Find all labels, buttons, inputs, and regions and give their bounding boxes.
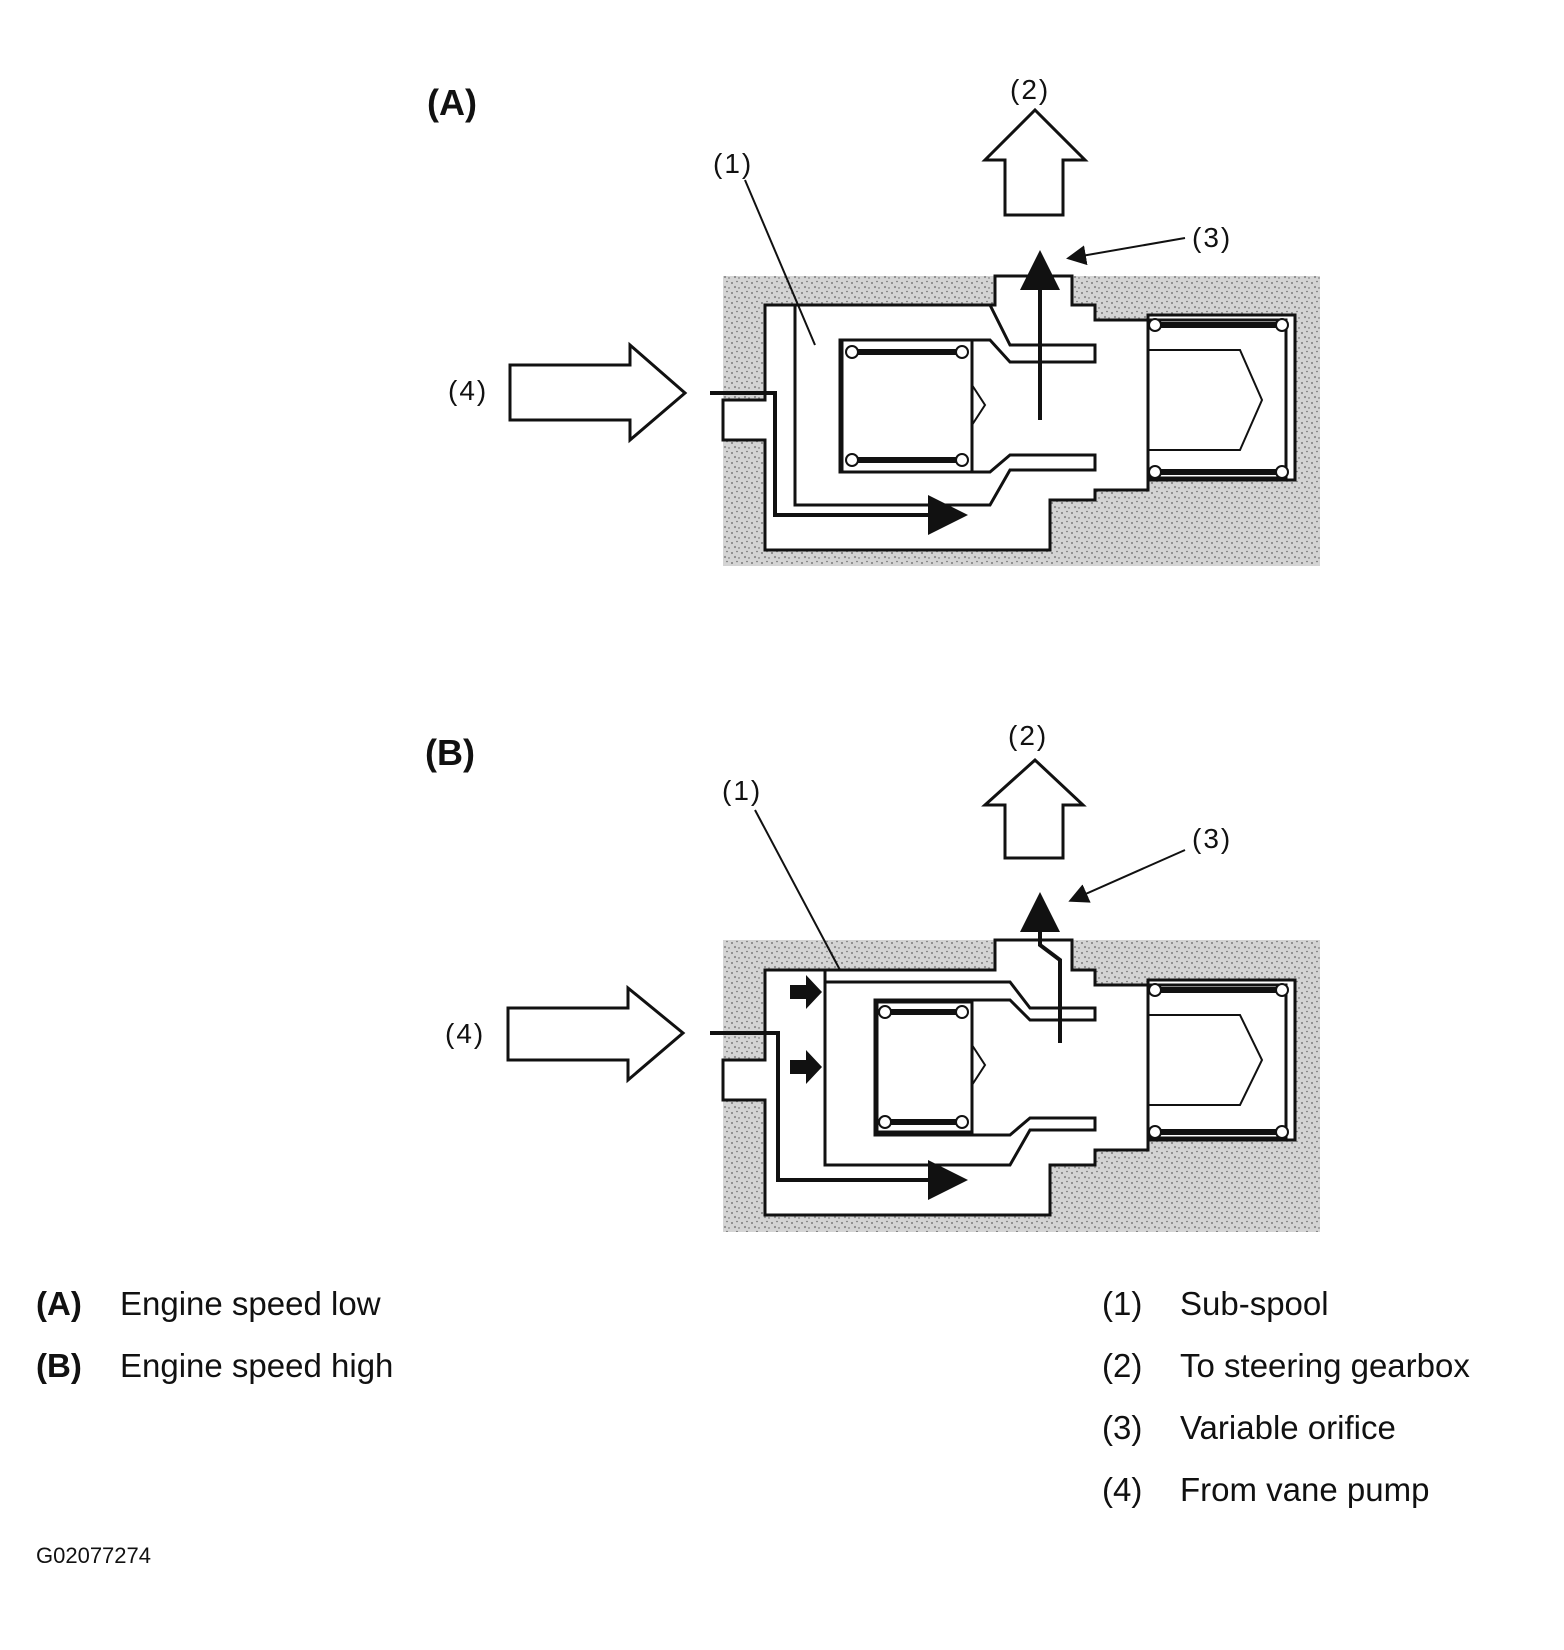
callout-2: (2): [1008, 720, 1049, 751]
legend-text: Variable orifice: [1180, 1409, 1396, 1446]
callout-3: (3): [1192, 823, 1233, 854]
panel-label-a: (A): [427, 82, 477, 123]
pressure-arrow-upper: [790, 975, 822, 1009]
legend-text: Engine speed high: [120, 1347, 394, 1384]
leader-3: [1066, 237, 1186, 266]
legend-key: (3): [1102, 1409, 1143, 1446]
diagram-engine-speed-high: (B) (1) (2) (3) (4): [0, 660, 1564, 1280]
inlet-flow-line: [710, 1031, 968, 1200]
callout-4: (4): [445, 1018, 486, 1049]
spool-spring: [875, 1000, 974, 1134]
legend-text: Engine speed low: [120, 1285, 381, 1322]
spool-spring: [840, 338, 974, 474]
leader-1: [744, 179, 816, 346]
legend-key: (1): [1102, 1285, 1143, 1322]
legend-key: (A): [36, 1285, 82, 1322]
outlet-outline-arrow: [981, 107, 1089, 217]
inlet-outline-arrow: [508, 341, 688, 444]
legend-text: To steering gearbox: [1180, 1347, 1470, 1384]
legend-panels: (A) Engine speed low (B) Engine speed hi…: [36, 1285, 516, 1425]
pressure-arrow-lower: [790, 1050, 822, 1084]
callout-1: (1): [722, 775, 763, 806]
callout-2: (2): [1010, 74, 1051, 105]
valve-cross-section-a: [508, 107, 1320, 566]
leader-3: [1068, 849, 1186, 903]
valve-cross-section-b: [506, 757, 1320, 1232]
callout-1: (1): [713, 148, 754, 179]
sub-spool: [823, 970, 1097, 1167]
legend-callouts: (1) Sub-spool (2) To steering gearbox (3…: [1102, 1285, 1532, 1545]
legend-key: (4): [1102, 1471, 1143, 1508]
outlet-flow-arrow: [1020, 892, 1062, 1043]
diagram-engine-speed-low: (A) (1) (2) (3) (4): [0, 0, 1564, 620]
main-spring: [1146, 983, 1288, 1140]
callout-3: (3): [1192, 222, 1233, 253]
main-spring: [1146, 318, 1288, 480]
figure-id: G02077274: [36, 1543, 151, 1568]
legend-key: (2): [1102, 1347, 1143, 1384]
outlet-outline-arrow: [981, 757, 1087, 860]
leader-1: [754, 809, 841, 971]
legend-text: Sub-spool: [1180, 1285, 1329, 1322]
inlet-flow-line: [710, 391, 968, 535]
inlet-outline-arrow: [506, 984, 686, 1084]
sub-spool: [793, 303, 1097, 507]
panel-label-b: (B): [425, 732, 475, 773]
legend-key: (B): [36, 1347, 82, 1384]
legend-text: From vane pump: [1180, 1471, 1430, 1508]
callout-4: (4): [448, 375, 489, 406]
